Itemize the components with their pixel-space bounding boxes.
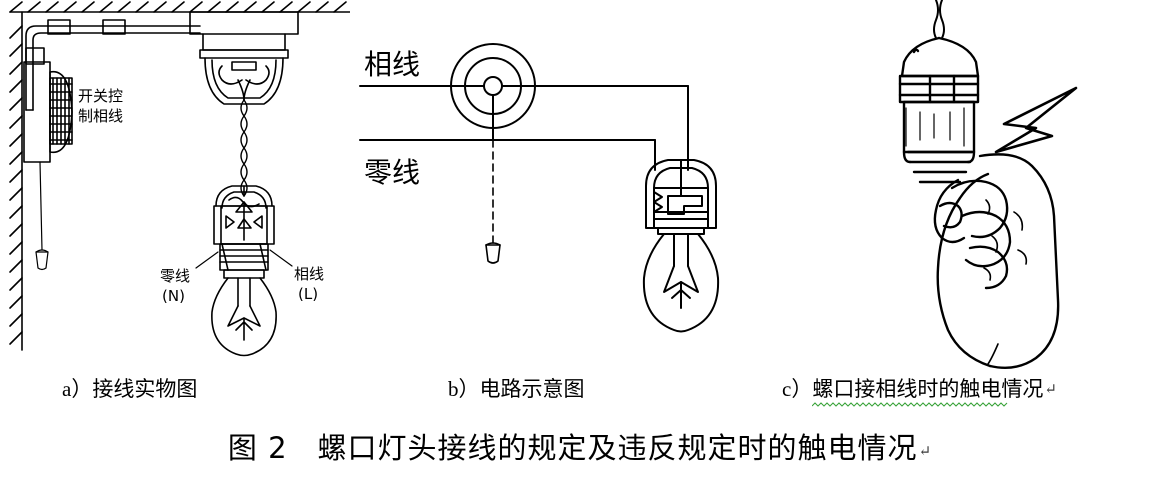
panel-b-drawing: 相线 零线: [359, 43, 720, 333]
figure-title-prefix: 图 2: [227, 431, 288, 465]
figure-title-text: 螺口灯头接线的规定及违反规定时的触电情况: [317, 431, 918, 465]
ceiling-rose: [189, 11, 299, 105]
panel-a-drawing: 开关控 制相线 零线 (N) 相线 (L): [9, 1, 350, 357]
light-bulb-schematic: [642, 233, 720, 333]
caption-a-text: 接线实物图: [92, 377, 198, 401]
label-live-code: (L): [298, 285, 318, 303]
label-neutral-name: 零线: [160, 267, 190, 285]
figure-title-return-mark: ↵: [918, 444, 933, 460]
holder-cap: [900, 36, 980, 78]
holder-body: [902, 100, 976, 154]
hand-gripping: [933, 153, 1060, 369]
pull-switch-symbol: [450, 43, 536, 141]
caption-panel-c: c）螺口接相线时的触电情况↵: [782, 372, 1160, 407]
panel-b-circuit-schematic: 相线 零线: [350, 0, 770, 370]
pendant-cord: [240, 99, 248, 197]
caption-c-index: c）: [782, 377, 813, 401]
label-switch-line1: 开关控: [78, 87, 123, 105]
panel-c-shock-illustration: [840, 0, 1160, 370]
caption-panel-b: b）电路示意图: [448, 372, 585, 406]
suspension-cord: [933, 0, 945, 39]
label-neutral-line: 零线: [364, 156, 420, 189]
caption-panel-a: a）接线实物图: [62, 372, 197, 406]
caption-a-index: a）: [62, 377, 93, 401]
caption-c-text: 螺口接相线时的触电情况: [812, 377, 1044, 401]
screw-shell: [902, 150, 976, 184]
caption-b-index: b）: [448, 377, 480, 401]
conduit-run: [25, 25, 201, 111]
lightning-bolt-icon: [994, 86, 1078, 154]
wall-structure: [9, 11, 23, 351]
wall-pull-switch: [23, 61, 73, 163]
panel-captions-row: a）接线实物图 b）电路示意图 c）螺口接相线时的触电情况↵: [0, 372, 1160, 418]
figure-title: 图 2 螺口灯头接线的规定及违反规定时的触电情况↵: [0, 424, 1160, 476]
caption-b-text: 电路示意图: [479, 377, 585, 401]
lamp-holder-schematic: [645, 159, 717, 235]
holder-collar: [898, 74, 980, 104]
switch-pull-cord-schematic: [485, 139, 501, 264]
ceiling-structure: [9, 1, 350, 13]
spellcheck-squiggle-icon: [812, 402, 1008, 407]
caption-c-return-mark: ↵: [1044, 382, 1057, 398]
panel-c-drawing: [898, 0, 1078, 369]
conduit-clip: [25, 19, 126, 65]
lamp-holder-cutaway: [213, 185, 275, 279]
label-live-line: 相线: [364, 48, 420, 81]
label-live-name: 相线: [294, 265, 324, 283]
label-neutral-code: (N): [162, 287, 185, 305]
light-bulb: [211, 277, 277, 357]
leader-lines: [195, 249, 293, 269]
label-switch-line2: 制相线: [78, 107, 123, 125]
switch-pull-cord: [35, 161, 49, 271]
panel-a-wiring-pictorial: 开关控 制相线 零线 (N) 相线 (L): [0, 0, 350, 370]
